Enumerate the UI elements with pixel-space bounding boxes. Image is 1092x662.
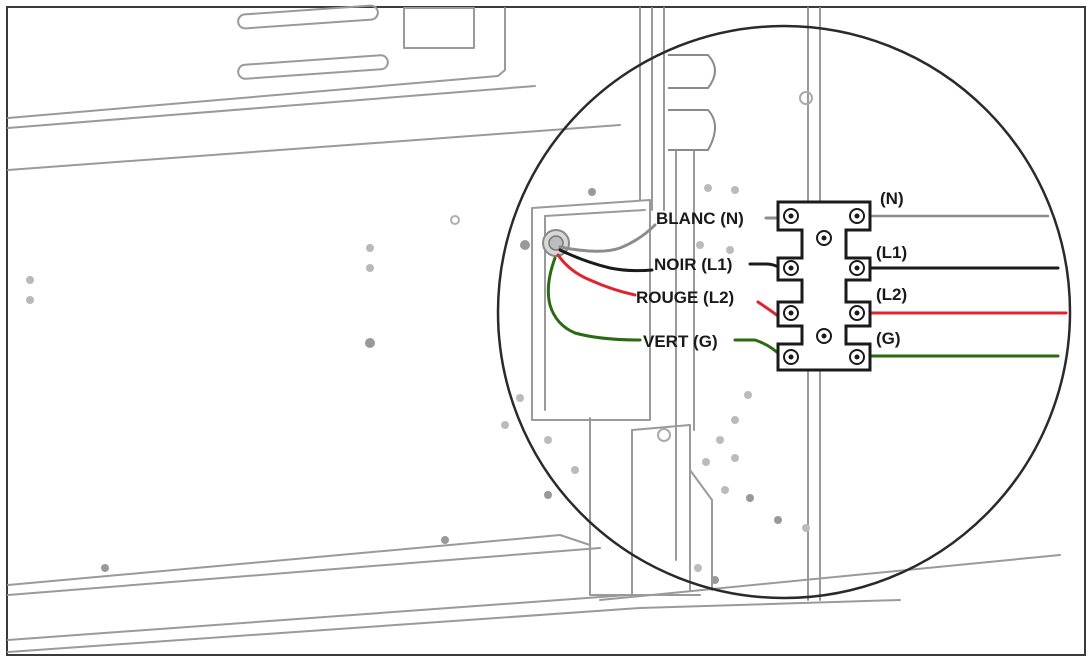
screw-l1-left: [783, 260, 799, 276]
screw-center-top: [816, 230, 832, 246]
screw-center-bottom: [816, 328, 832, 344]
terminal-block: [776, 200, 872, 372]
label-terminal-g: (G): [876, 329, 901, 348]
red-wire-terminal: [756, 300, 780, 318]
appliance-outline: [7, 4, 1061, 653]
terminal-screws: [783, 208, 865, 365]
label-rouge: ROUGE (L2): [636, 288, 734, 307]
label-terminal-l1: (L1): [876, 243, 907, 262]
vent-tabs: [668, 54, 716, 151]
black-wire-terminal: [748, 262, 782, 270]
label-blanc: BLANC (N): [656, 209, 744, 228]
label-terminal-l2: (L2): [876, 285, 907, 304]
screw-g-right: [849, 349, 865, 365]
green-wire-terminal: [733, 338, 782, 357]
panel-screw-holes: [26, 91, 813, 584]
red-wire: [556, 253, 637, 297]
screw-l2-left: [783, 305, 799, 321]
label-terminal-n: (N): [880, 189, 904, 208]
screw-n-right: [849, 208, 865, 224]
label-vert: VERT (G): [643, 332, 718, 351]
magnifier-circle: [496, 24, 1072, 600]
screw-n-left: [783, 208, 799, 224]
wires: [546, 214, 1068, 358]
green-wire: [546, 256, 642, 342]
terminal-labels: (N) (L1) (L2) (G): [876, 189, 907, 348]
wire-labels: BLANC (N) NOIR (L1) ROUGE (L2) VERT (G): [636, 209, 744, 351]
screw-l1-right: [849, 260, 865, 276]
label-noir: NOIR (L1): [654, 255, 732, 274]
image-frame: [6, 6, 1086, 656]
screw-g-left: [783, 349, 799, 365]
white-wire: [558, 223, 657, 253]
screw-l2-right: [849, 305, 865, 321]
black-wire: [558, 248, 654, 273]
